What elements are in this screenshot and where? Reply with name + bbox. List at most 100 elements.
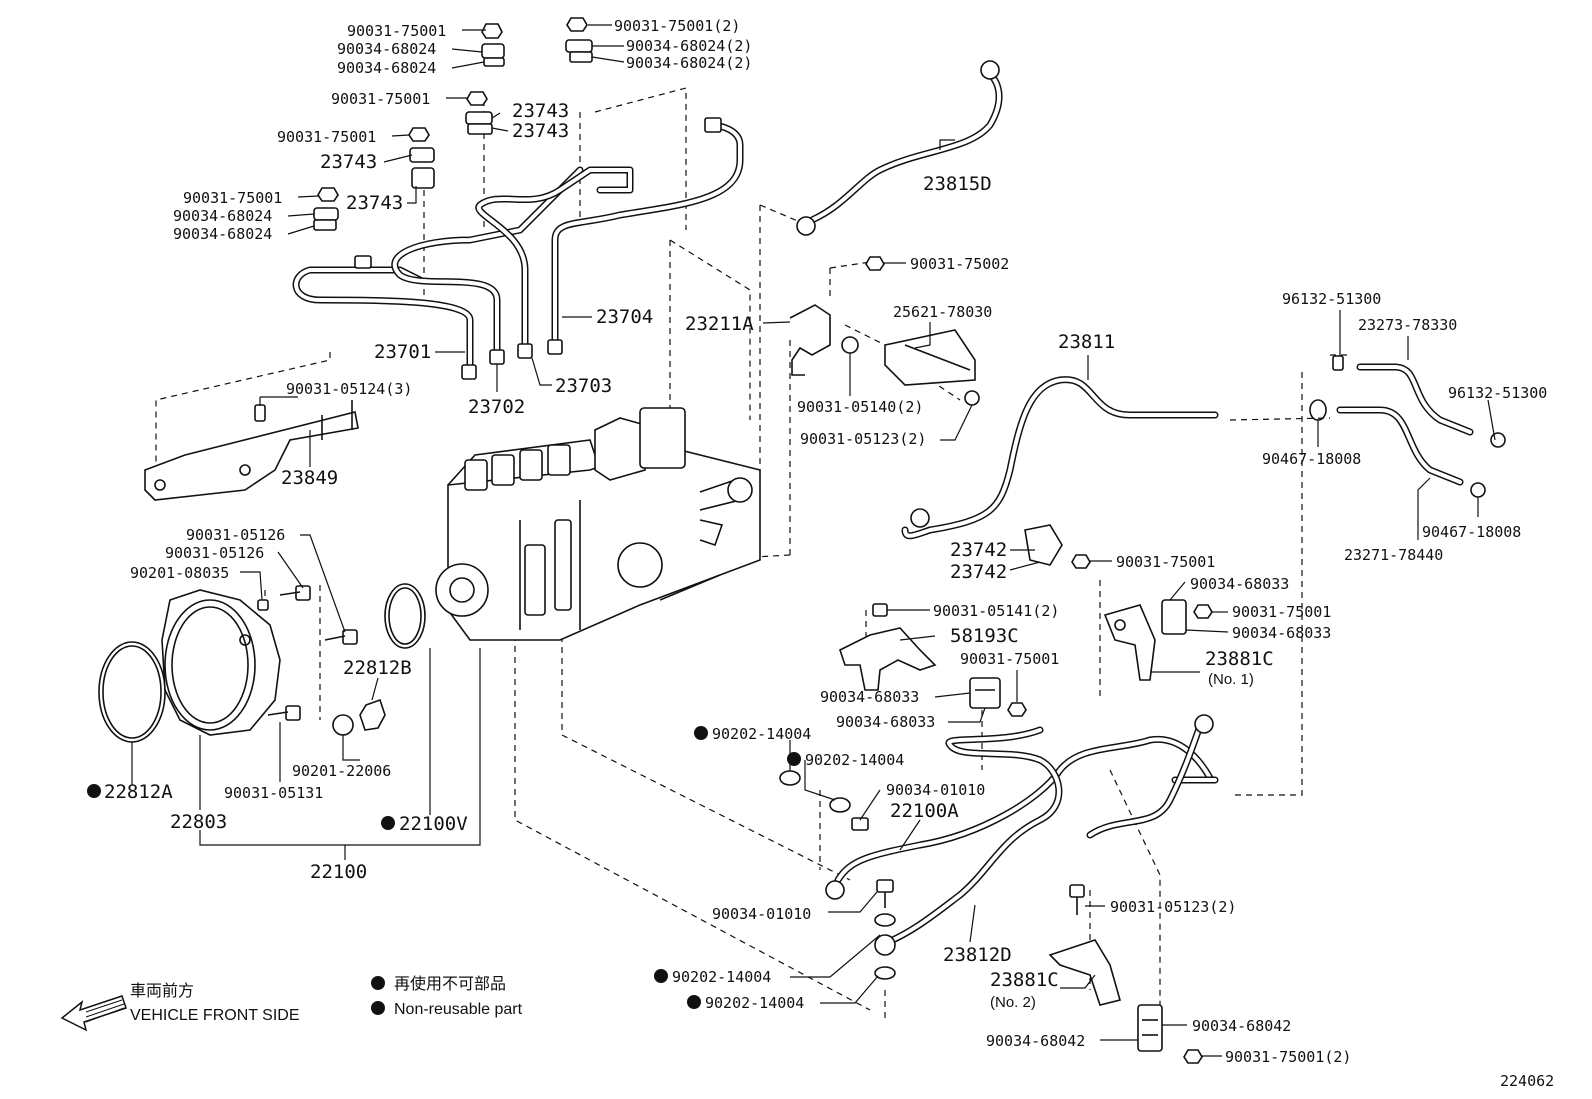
label-23742-b: 23742 [950,561,1007,583]
label-23704: 23704 [596,306,653,328]
clamp-hardware-top [313,17,593,231]
label-96132-51300-b: 96132-51300 [1448,384,1547,402]
label-90202-14004-d: 90202-14004 [705,994,804,1012]
label-90202-14004-c: 90202-14004 [672,968,771,986]
label-90202-14004-b: 90202-14004 [805,751,904,769]
clamp-23742 [1024,524,1091,569]
bracket-23881c-no1 [1103,599,1213,681]
label-58193c: 58193C [950,625,1019,647]
label-23815d: 23815D [923,173,992,195]
label-22100: 22100 [310,861,367,883]
label-90034-68024-2-b: 90034-68024(2) [626,54,752,72]
non-reusable-dot-icon [654,969,668,983]
bracket-58193c [839,603,1027,717]
part-number-labels: 90031-75001 90034-68024 90034-68024 9003… [87,17,1547,1066]
label-90034-68024-b: 90034-68024 [337,59,436,77]
label-no2: (No. 2) [990,994,1036,1011]
label-90034-01010-b: 90034-01010 [712,905,811,923]
fuel-hoses [1309,355,1506,498]
injection-pump-body [435,407,761,641]
label-90034-68042-b: 90034-68042 [1192,1017,1291,1035]
non-reusable-dot-icon [381,816,395,830]
label-90031-75001-c: 90031-75001 [277,128,376,146]
overflow-pipe-23811 [901,376,1219,540]
label-90034-01010-a: 90034-01010 [886,781,985,799]
label-90201-08035: 90201-08035 [130,564,229,582]
label-96132-51300-a: 96132-51300 [1282,290,1381,308]
label-22100a: 22100A [890,800,959,822]
label-90031-05123-2-a: 90031-05123(2) [800,430,926,448]
label-23811: 23811 [1058,331,1115,353]
label-90031-75001-2-top: 90031-75001(2) [614,17,740,35]
label-90034-68033-b: 90034-68033 [1232,624,1331,642]
return-pipe-23815d [796,60,1003,236]
label-23273-78330: 23273-78330 [1358,316,1457,334]
label-90031-75001-2-bot: 90031-75001(2) [1225,1048,1351,1066]
label-23743-c: 23743 [320,151,377,173]
label-23211a: 23211A [685,313,754,335]
label-90034-68024-2-a: 90034-68024(2) [626,37,752,55]
label-90031-75001-e: 90031-75001 [1116,553,1215,571]
label-90031-75002: 90031-75002 [910,255,1009,273]
label-90031-05123-2-b: 90031-05123(2) [1110,898,1236,916]
label-23849: 23849 [281,467,338,489]
label-90034-68033-d: 90034-68033 [836,713,935,731]
label-22803: 22803 [170,811,227,833]
non-reusable-dot-icon [787,752,801,766]
label-no1: (No. 1) [1208,671,1254,688]
label-22812a: 22812A [104,781,173,803]
label-90467-18008-b: 90467-18008 [1422,523,1521,541]
adapter-housing-22803 [98,585,386,743]
label-90031-75001-d: 90031-75001 [183,189,282,207]
label-23703: 23703 [555,375,612,397]
label-23812d: 23812D [943,944,1012,966]
label-90201-22006: 90201-22006 [292,762,391,780]
label-23881c-1: 23881C [1205,648,1274,670]
label-23881c-2: 23881C [990,969,1059,991]
non-reusable-dot-icon [371,976,385,990]
legend-front-jp: 車両前方 [130,982,194,1000]
label-90031-75001-f: 90031-75001 [1232,603,1331,621]
label-90202-14004-a: 90202-14004 [712,725,811,743]
label-23743-a: 23743 [512,100,569,122]
label-22812b: 22812B [343,657,412,679]
leader-lines [131,24,1496,1057]
figure-id: 224062 [1500,1072,1554,1090]
label-90034-68033-c: 90034-68033 [820,688,919,706]
bracket-23211a [789,256,980,406]
label-22100v: 22100V [399,813,468,835]
legend: 車両前方 VEHICLE FRONT SIDE 再使用不可部品 Non-reus… [60,975,523,1032]
legend-nonreuse-jp: 再使用不可部品 [394,975,506,993]
non-reusable-dot-icon [87,784,101,798]
label-90031-75001-a: 90031-75001 [347,22,446,40]
injection-pipes [292,117,744,380]
label-90031-05140-2: 90031-05140(2) [797,398,923,416]
label-23271-78440: 23271-78440 [1344,546,1443,564]
label-90034-68033-a: 90034-68033 [1190,575,1289,593]
label-23742-a: 23742 [950,539,1007,561]
label-90034-68024-d: 90034-68024 [173,225,272,243]
label-25621-78030: 25621-78030 [893,303,992,321]
label-90034-68042-a: 90034-68042 [986,1032,1085,1050]
label-90467-18008-a: 90467-18008 [1262,450,1361,468]
label-90031-75001-g: 90031-75001 [960,650,1059,668]
front-direction-arrow-icon [60,995,127,1032]
label-90031-05141-2: 90031-05141(2) [933,602,1059,620]
bracket-23849 [144,400,359,501]
label-90034-68024-a: 90034-68024 [337,40,436,58]
o-ring-22100v [384,583,426,649]
non-reusable-dot-icon [371,1001,385,1015]
bracket-23881c-no2 [1048,884,1203,1064]
label-90031-05126-b: 90031-05126 [165,544,264,562]
fuel-pipes-22100a-23812d [825,714,1219,956]
label-23743-d: 23743 [346,192,403,214]
legend-nonreuse-en: Non-reusable part [394,1001,523,1018]
legend-front-en: VEHICLE FRONT SIDE [130,1007,300,1024]
bolts-and-gaskets [779,770,896,980]
label-23743-b: 23743 [512,120,569,142]
label-90031-05126-a: 90031-05126 [186,526,285,544]
label-90031-05131: 90031-05131 [224,784,323,802]
label-90034-68024-c: 90034-68024 [173,207,272,225]
non-reusable-dot-icon [687,995,701,1009]
